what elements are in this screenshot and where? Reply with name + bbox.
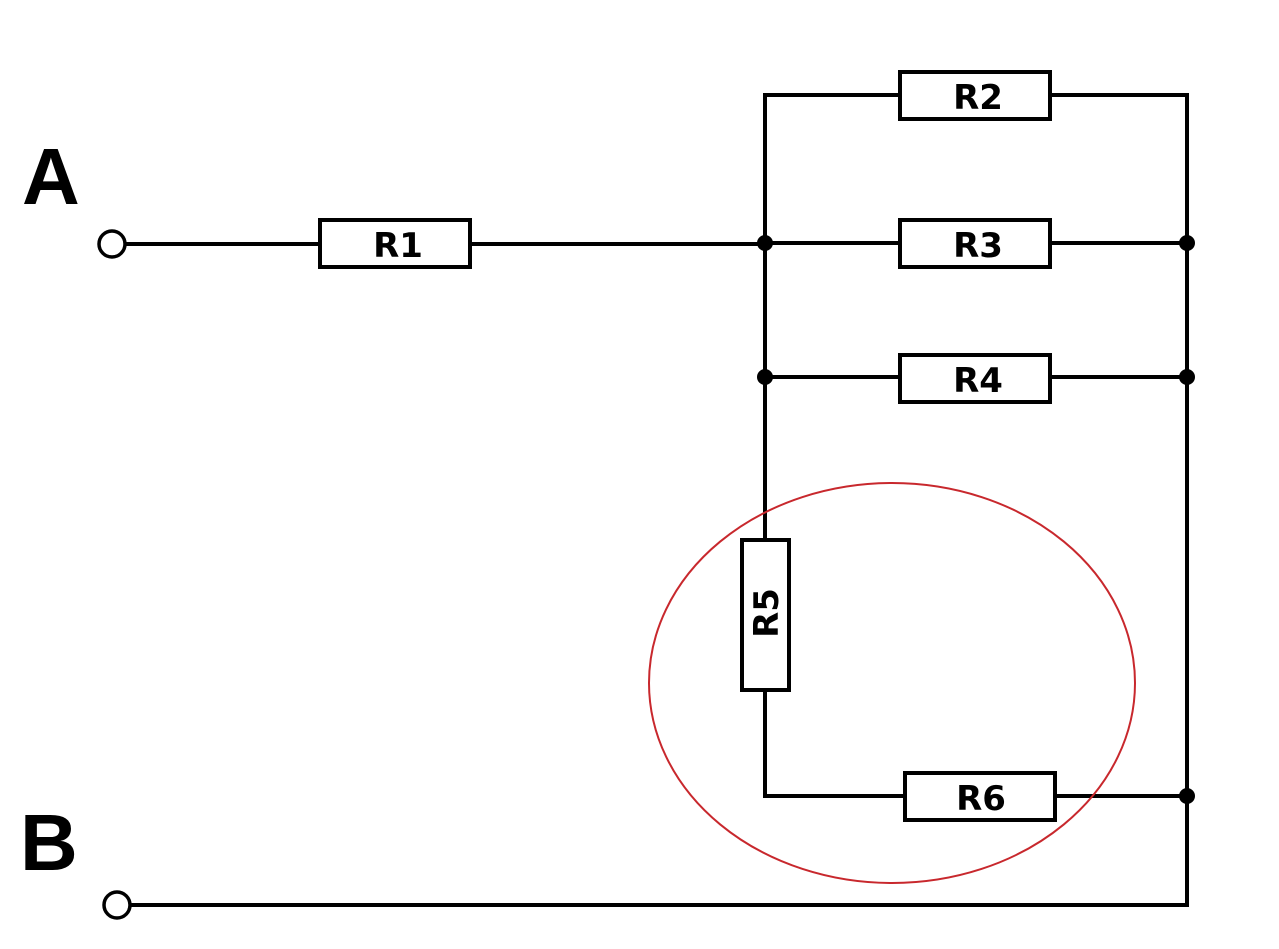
highlight-circle	[648, 482, 1136, 884]
resistor-r1-label: R1	[373, 226, 423, 266]
junction-node	[757, 235, 773, 251]
resistor-r2: R2	[898, 70, 1052, 121]
resistor-r4-label: R4	[953, 361, 1003, 401]
terminal-a-icon	[97, 229, 127, 259]
resistor-r5: R5	[740, 538, 791, 692]
resistor-r1: R1	[318, 218, 472, 269]
terminal-b-icon	[102, 890, 132, 920]
junction-node	[1179, 235, 1195, 251]
resistor-r2-label: R2	[953, 78, 1003, 118]
terminal-a-label: A	[22, 132, 80, 221]
junction-node	[1179, 369, 1195, 385]
resistor-r6-label: R6	[956, 779, 1006, 819]
junction-node	[757, 369, 773, 385]
junction-node	[1179, 788, 1195, 804]
resistor-r6: R6	[903, 771, 1057, 822]
resistor-r5-label: R5	[747, 588, 787, 638]
resistor-r3: R3	[898, 218, 1052, 269]
resistor-r4: R4	[898, 353, 1052, 404]
resistor-r3-label: R3	[953, 226, 1003, 266]
terminal-b-label: B	[20, 798, 78, 887]
